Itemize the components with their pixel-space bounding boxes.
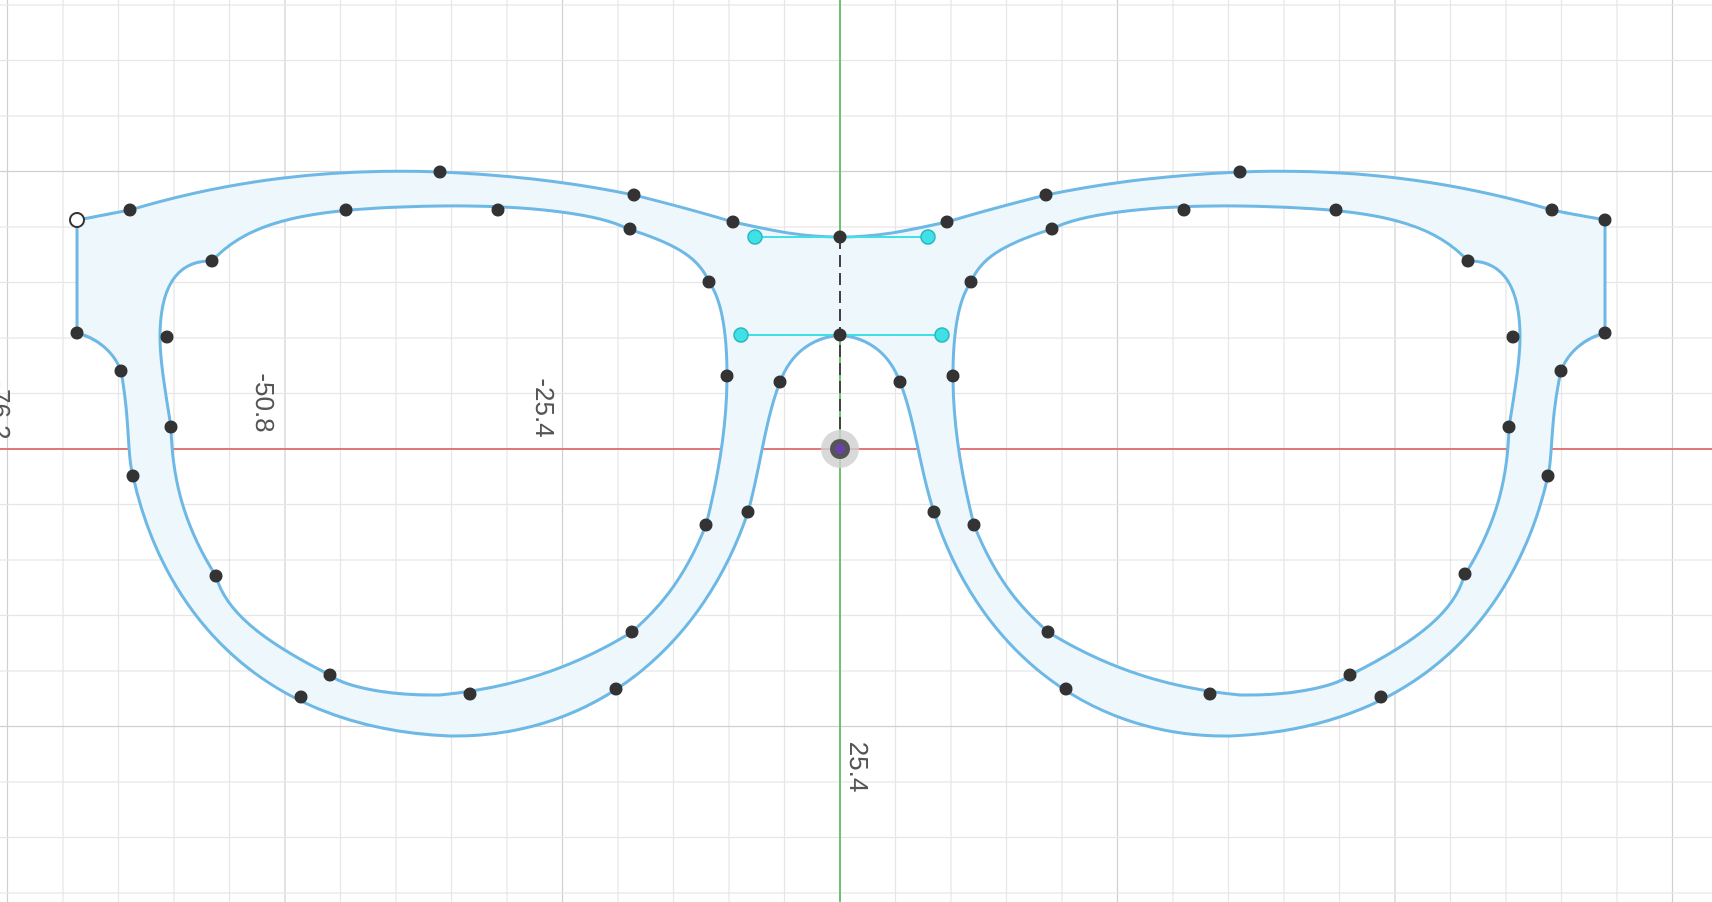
sketch-point-icon[interactable] [160, 330, 174, 344]
sketch-point-icon[interactable] [623, 222, 637, 236]
sketch-point-icon[interactable] [702, 275, 716, 289]
sketch-point-icon[interactable] [433, 165, 447, 179]
sketch-point-icon[interactable] [164, 420, 178, 434]
grid-label-edge-cut: -76.2 [0, 380, 16, 439]
sketch-point-icon[interactable] [123, 203, 137, 217]
grid-label-25-4: 25.4 [844, 742, 874, 793]
sketch-point-icon[interactable] [1502, 420, 1516, 434]
sketch-point-icon[interactable] [1233, 165, 1247, 179]
sketch-point-icon[interactable] [1598, 326, 1612, 340]
open-point-icon[interactable] [69, 212, 85, 228]
sketch-point-icon[interactable] [70, 326, 84, 340]
sketch-point-icon[interactable] [339, 203, 353, 217]
sketch-point-icon[interactable] [1541, 469, 1555, 483]
sketch-points[interactable] [70, 165, 1612, 704]
sketch-point-icon[interactable] [1329, 203, 1343, 217]
sketch-point-icon[interactable] [1461, 254, 1475, 268]
grid-label-neg-50-8: -50.8 [250, 373, 280, 432]
sketch-point-icon[interactable] [964, 275, 978, 289]
sketch-point-icon[interactable] [773, 375, 787, 389]
spline-handle-icon[interactable] [733, 327, 749, 343]
sketch-point-icon[interactable] [1045, 222, 1059, 236]
sketch-point-icon[interactable] [1554, 364, 1568, 378]
sketch-point-icon[interactable] [1177, 203, 1191, 217]
spline-handle-icon[interactable] [920, 229, 936, 245]
sketch-point-icon[interactable] [720, 369, 734, 383]
sketch-point-icon[interactable] [833, 230, 847, 244]
sketch-point-icon[interactable] [609, 682, 623, 696]
sketch-point-icon[interactable] [625, 625, 639, 639]
sketch-point-icon[interactable] [627, 188, 641, 202]
sketch-point-icon[interactable] [1203, 687, 1217, 701]
sketch-point-icon[interactable] [126, 469, 140, 483]
sketch-point-icon[interactable] [967, 518, 981, 532]
sketch-point-icon[interactable] [294, 690, 308, 704]
sketch-point-icon[interactable] [1041, 625, 1055, 639]
sketch-point-icon[interactable] [927, 505, 941, 519]
spline-handle-icon[interactable] [934, 327, 950, 343]
sketch-point-icon[interactable] [1059, 682, 1073, 696]
sketch-point-icon[interactable] [1545, 203, 1559, 217]
spline-handle-icon[interactable] [747, 229, 763, 245]
sketch-point-icon[interactable] [1039, 188, 1053, 202]
sketch-point-icon[interactable] [463, 687, 477, 701]
sketch-point-icon[interactable] [205, 254, 219, 268]
sketch-point-icon[interactable] [491, 203, 505, 217]
sketch-point-icon[interactable] [741, 505, 755, 519]
sketch-point-icon[interactable] [940, 215, 954, 229]
sketch-point-icon[interactable] [946, 369, 960, 383]
sketch-origin-icon[interactable] [821, 430, 859, 468]
sketch-point-icon[interactable] [1458, 567, 1472, 581]
sketch-point-icon[interactable] [699, 518, 713, 532]
sketch-point-icon[interactable] [209, 569, 223, 583]
sketch-point-icon[interactable] [114, 364, 128, 378]
sketch-point-icon[interactable] [893, 375, 907, 389]
sketch-point-icon[interactable] [1598, 213, 1612, 227]
sketch-point-icon[interactable] [833, 328, 847, 342]
sketch-point-icon[interactable] [1343, 668, 1357, 682]
sketch-point-icon[interactable] [1506, 330, 1520, 344]
sketch-point-icon[interactable] [1374, 690, 1388, 704]
sketch-point-icon[interactable] [323, 668, 337, 682]
grid-label-neg-25-4: -25.4 [530, 378, 560, 437]
sketch-point-icon[interactable] [726, 215, 740, 229]
